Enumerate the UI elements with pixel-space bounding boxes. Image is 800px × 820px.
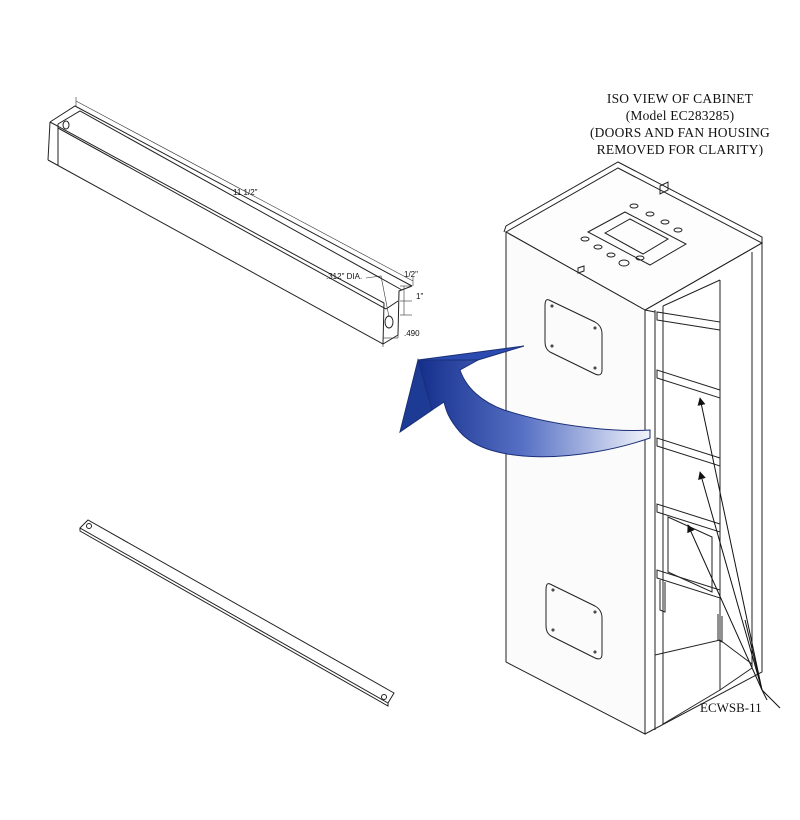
depth-dimension-label: .490: [404, 329, 420, 338]
callout-leaders: [687, 397, 781, 709]
bracket-dimension-lines: [75, 97, 414, 347]
title-line-2: (Model EC283285): [625, 108, 735, 123]
cabinet: [503, 161, 764, 735]
length-dimension-label: 11 1/2": [233, 188, 258, 197]
title-line-1: ISO VIEW OF CABINET: [606, 91, 754, 106]
one-inch-label: 1": [416, 292, 424, 301]
title-line-3: (DOORS AND FAN HOUSING: [589, 125, 771, 140]
title-block: ISO VIEW OF CABINET (Model EC283285) (DO…: [570, 90, 790, 158]
hole-diameter-label: .312" DIA.: [326, 272, 363, 281]
flat-strap: [79, 519, 395, 707]
curved-arrow: [399, 345, 651, 458]
channel-bracket: [47, 105, 413, 345]
title-line-4: REMOVED FOR CLARITY): [596, 142, 764, 157]
part-number-callout: ECWSB-11: [700, 700, 762, 715]
half-inch-label: 1/2": [404, 270, 418, 279]
